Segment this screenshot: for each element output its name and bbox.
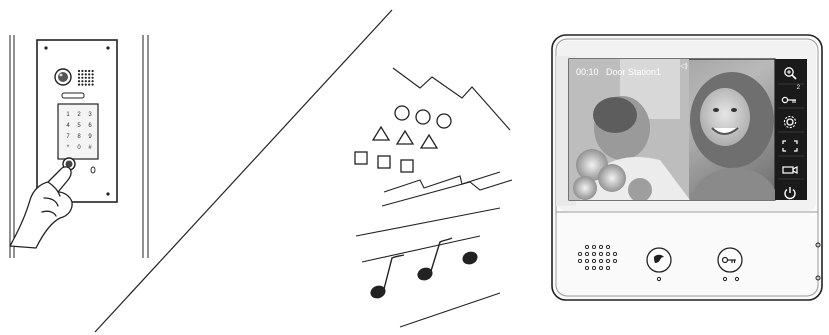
grille-hole — [88, 77, 90, 79]
divider-diagonal — [95, 10, 392, 332]
music-notes-icon — [370, 238, 479, 300]
unlock-button[interactable] — [717, 247, 743, 273]
grille-hole — [92, 77, 94, 79]
talk-button[interactable] — [646, 247, 672, 273]
screen-time: 00:10 — [576, 67, 599, 77]
grille-hole — [88, 84, 90, 86]
grille-hole — [81, 80, 83, 82]
grille-hole — [85, 84, 87, 86]
grille-hole — [85, 77, 87, 79]
grille-hole — [85, 80, 87, 82]
grille-hole — [88, 70, 90, 72]
grille-hole — [85, 73, 87, 75]
grille-hole — [92, 80, 94, 82]
grille-hole — [92, 84, 94, 86]
grille-hole — [78, 77, 80, 79]
screen-station-name: Door Station1 — [606, 67, 661, 77]
grille-hole — [81, 70, 83, 72]
grille-hole — [85, 70, 87, 72]
grille-hole — [81, 73, 83, 75]
grille-hole — [78, 70, 80, 72]
grille-hole — [78, 84, 80, 86]
data-shapes — [355, 106, 451, 172]
grille-hole — [92, 73, 94, 75]
grille-hole — [78, 80, 80, 82]
grille-hole — [81, 77, 83, 79]
zoom-icon[interactable] — [775, 59, 805, 87]
unlock-badge: 2 — [797, 85, 800, 91]
grille-hole — [81, 84, 83, 86]
door-camera-icon — [55, 69, 71, 85]
grille-hole — [92, 70, 94, 72]
power-icon[interactable] — [775, 179, 805, 207]
grille-hole — [88, 73, 90, 75]
speaker-icon: ◁) — [680, 62, 688, 70]
grille-hole — [88, 80, 90, 82]
video-feed-image — [569, 59, 775, 202]
grille-hole — [78, 73, 80, 75]
